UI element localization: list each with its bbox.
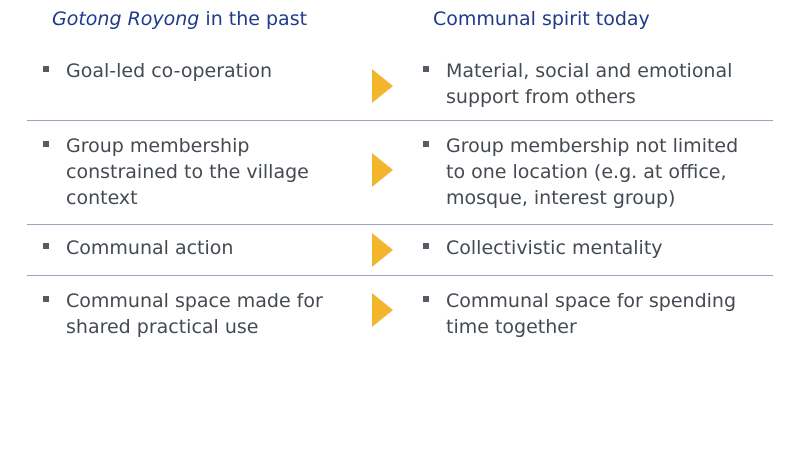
comparison-row: Communal space made for shared practical… (27, 276, 773, 348)
gotong-royong-term: Gotong Royong (52, 8, 200, 30)
triangle-arrow-right-icon (372, 69, 393, 103)
square-bullet-icon (43, 243, 49, 249)
column-headers: Gotong Royong in the past Communal spiri… (0, 8, 800, 40)
comparison-row: Goal-led co-operation Material, social a… (27, 52, 773, 121)
past-text: Group membership constrained to the vill… (66, 135, 309, 209)
square-bullet-icon (423, 141, 429, 147)
comparison-rows: Goal-led co-operation Material, social a… (27, 52, 773, 348)
comparison-row: Communal action Collectivistic mentality (27, 225, 773, 276)
today-cell: Collectivistic mentality (423, 235, 763, 261)
square-bullet-icon (43, 296, 49, 302)
past-text: Goal-led co-operation (66, 60, 273, 82)
past-title-suffix: in the past (199, 8, 308, 30)
triangle-arrow-right-icon (372, 293, 393, 327)
past-column-title: Gotong Royong in the past (52, 8, 307, 30)
square-bullet-icon (423, 296, 429, 302)
square-bullet-icon (423, 243, 429, 249)
past-cell: Communal action (43, 235, 353, 261)
past-cell: Goal-led co-operation (43, 58, 353, 84)
past-cell: Communal space made for shared practical… (43, 288, 353, 340)
past-text: Communal action (66, 237, 234, 259)
today-cell: Material, social and emotional support f… (423, 58, 763, 110)
today-text: Group membership not limited to one loca… (446, 135, 739, 209)
today-text: Collectivistic mentality (446, 237, 663, 259)
today-column-title: Communal spirit today (433, 8, 650, 30)
today-text: Communal space for spending time togethe… (446, 290, 737, 338)
triangle-arrow-right-icon (372, 153, 393, 187)
triangle-arrow-right-icon (372, 233, 393, 267)
past-cell: Group membership constrained to the vill… (43, 133, 353, 211)
comparison-row: Group membership constrained to the vill… (27, 121, 773, 225)
past-text: Communal space made for shared practical… (66, 290, 323, 338)
square-bullet-icon (423, 66, 429, 72)
today-cell: Communal space for spending time togethe… (423, 288, 763, 340)
today-cell: Group membership not limited to one loca… (423, 133, 763, 211)
square-bullet-icon (43, 141, 49, 147)
square-bullet-icon (43, 66, 49, 72)
today-text: Material, social and emotional support f… (446, 60, 733, 108)
